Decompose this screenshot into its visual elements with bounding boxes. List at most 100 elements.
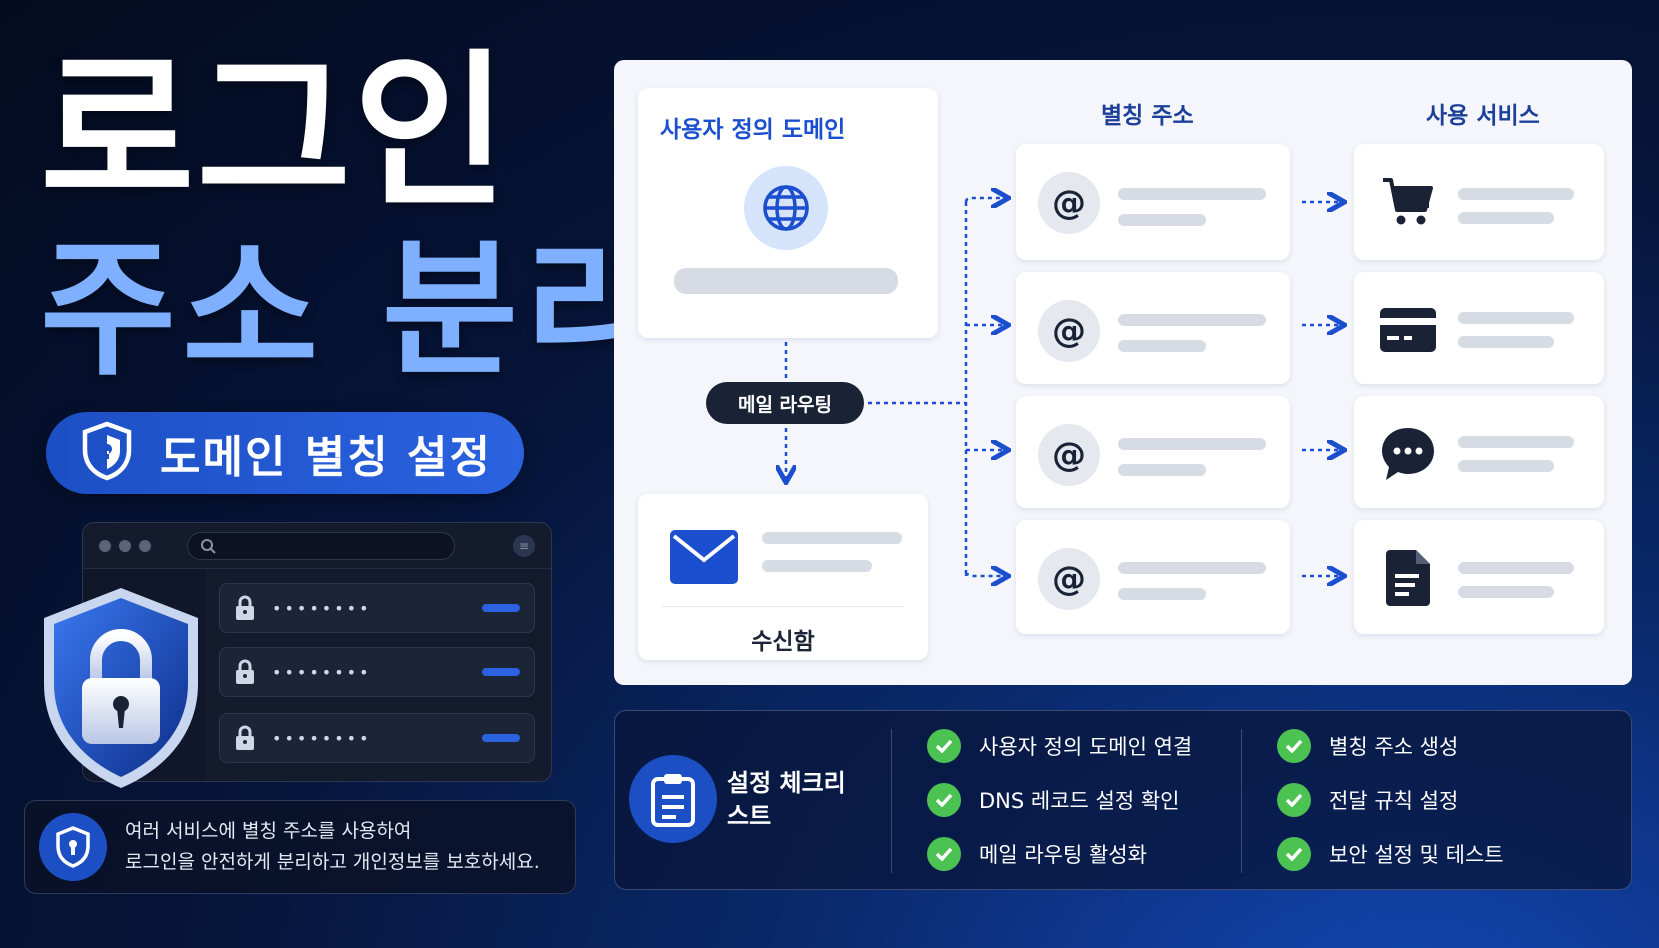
service-card <box>1354 396 1604 508</box>
row-action-bar[interactable] <box>482 668 520 676</box>
check-icon <box>1277 783 1311 817</box>
window-dot-icon[interactable] <box>139 539 151 552</box>
placeholder-bar <box>1118 562 1266 574</box>
alias-address-card: @ <box>1016 520 1290 634</box>
divider <box>662 606 904 607</box>
placeholder-bar <box>1458 436 1574 448</box>
service-card <box>1354 144 1604 260</box>
window-dot-icon[interactable] <box>99 539 111 552</box>
credit-card-icon <box>1378 300 1438 360</box>
domain-alias-pill: 도메인 별칭 설정 <box>46 412 524 494</box>
placeholder-bar <box>1458 336 1554 348</box>
placeholder-bar <box>1458 586 1554 598</box>
alias-address-card: @ <box>1016 144 1290 260</box>
placeholder-bar <box>1118 588 1206 600</box>
search-input[interactable] <box>187 531 455 560</box>
checklist-item: 보안 설정 및 테스트 <box>1277 837 1504 871</box>
info-line2: 로그인을 안전하게 분리하고 개인정보를 보호하세요. <box>125 851 540 873</box>
at-sign-icon: @ <box>1038 300 1100 362</box>
password-row[interactable]: •••••••• <box>219 713 535 763</box>
checklist-item: 전달 규칙 설정 <box>1277 783 1458 817</box>
placeholder-bar <box>762 532 902 544</box>
placeholder-bar <box>1118 340 1206 352</box>
checklist-item: 메일 라우팅 활성화 <box>927 837 1147 871</box>
checklist-item: 별칭 주소 생성 <box>1277 729 1458 763</box>
info-text: 여러 서비스에 별칭 주소를 사용하여 로그인을 안전하게 분리하고 개인정보를… <box>125 816 540 878</box>
window-dot-icon[interactable] <box>119 539 131 552</box>
hero-title-line1: 로그인 <box>40 34 510 230</box>
placeholder-bar <box>1118 314 1266 326</box>
globe-icon <box>744 166 828 250</box>
shield-icon <box>80 421 134 485</box>
divider <box>1241 729 1242 873</box>
placeholder-bar <box>762 560 872 572</box>
password-row[interactable]: •••••••• <box>219 647 535 697</box>
pill-label: 도메인 별칭 설정 <box>160 432 492 483</box>
placeholder-bar <box>1458 562 1574 574</box>
placeholder-bar <box>1118 464 1206 476</box>
row-action-bar[interactable] <box>482 734 520 742</box>
placeholder-bar <box>1118 438 1266 450</box>
window-titlebar: ≡ <box>83 523 551 569</box>
checklist-item-label: 보안 설정 및 테스트 <box>1329 843 1504 867</box>
info-line1: 여러 서비스에 별칭 주소를 사용하여 <box>125 820 412 842</box>
lock-icon <box>236 659 254 684</box>
inbox-label: 수신함 <box>751 629 815 655</box>
checklist-item: DNS 레코드 설정 확인 <box>927 783 1179 817</box>
routing-connectors <box>614 60 1632 685</box>
menu-icon[interactable]: ≡ <box>513 534 535 557</box>
placeholder-bar <box>1118 188 1266 200</box>
placeholder-bar <box>1458 312 1574 324</box>
checklist-item-label: 전달 규칙 설정 <box>1329 789 1459 813</box>
check-icon <box>1277 837 1311 871</box>
alias-column-header: 별칭 주소 <box>1101 103 1194 129</box>
password-row[interactable]: •••••••• <box>219 583 535 633</box>
info-box: 여러 서비스에 별칭 주소를 사용하여 로그인을 안전하게 분리하고 개인정보를… <box>24 800 576 894</box>
shield-lock-icon <box>36 584 206 798</box>
service-card <box>1354 272 1604 384</box>
setup-checklist: 설정 체크리스트 사용자 정의 도메인 연결 DNS 레코드 설정 확인 메일 … <box>614 710 1632 890</box>
checklist-item-label: DNS 레코드 설정 확인 <box>979 789 1180 813</box>
checklist-item-label: 별칭 주소 생성 <box>1329 735 1459 759</box>
placeholder-bar <box>1458 460 1554 472</box>
check-icon <box>927 837 961 871</box>
chat-bubble-icon <box>1378 424 1438 484</box>
alias-address-card: @ <box>1016 396 1290 508</box>
placeholder-bar <box>1118 214 1206 226</box>
placeholder-bar <box>1458 212 1554 224</box>
domain-title: 사용자 정의 도메인 <box>660 117 846 143</box>
routing-diagram-panel: 사용자 정의 도메인 메일 라우팅 수신함 별칭 주소 사용 서비스 @ @ @… <box>614 60 1632 685</box>
at-sign-icon: @ <box>1038 548 1100 610</box>
service-card <box>1354 520 1604 634</box>
inbox-card: 수신함 <box>638 494 928 660</box>
clipboard-icon <box>629 755 717 843</box>
masked-password: •••••••• <box>272 728 372 748</box>
document-icon <box>1378 548 1438 608</box>
search-icon <box>201 538 216 554</box>
masked-password: •••••••• <box>272 598 372 618</box>
check-icon <box>927 729 961 763</box>
at-sign-icon: @ <box>1038 172 1100 234</box>
shield-icon <box>39 813 107 881</box>
lock-icon <box>236 595 254 620</box>
alias-address-card: @ <box>1016 272 1290 384</box>
masked-password: •••••••• <box>272 662 372 682</box>
placeholder-bar <box>1458 188 1574 200</box>
lock-icon <box>236 725 254 750</box>
check-icon <box>927 783 961 817</box>
checklist-item-label: 메일 라우팅 활성화 <box>979 843 1147 867</box>
checklist-item-label: 사용자 정의 도메인 연결 <box>979 735 1193 759</box>
checklist-title: 설정 체크리스트 <box>727 769 846 830</box>
envelope-icon <box>668 528 740 590</box>
service-column-header: 사용 서비스 <box>1426 103 1540 129</box>
row-action-bar[interactable] <box>482 604 520 612</box>
custom-domain-card: 사용자 정의 도메인 <box>638 88 938 338</box>
placeholder-bar <box>674 268 898 294</box>
checklist-item: 사용자 정의 도메인 연결 <box>927 729 1192 763</box>
divider <box>891 729 892 873</box>
at-sign-icon: @ <box>1038 424 1100 486</box>
hero-title-line2: 주소 분리 <box>40 224 667 396</box>
check-icon <box>1277 729 1311 763</box>
mail-routing-label: 메일 라우팅 <box>706 382 864 424</box>
cart-icon <box>1378 172 1438 232</box>
